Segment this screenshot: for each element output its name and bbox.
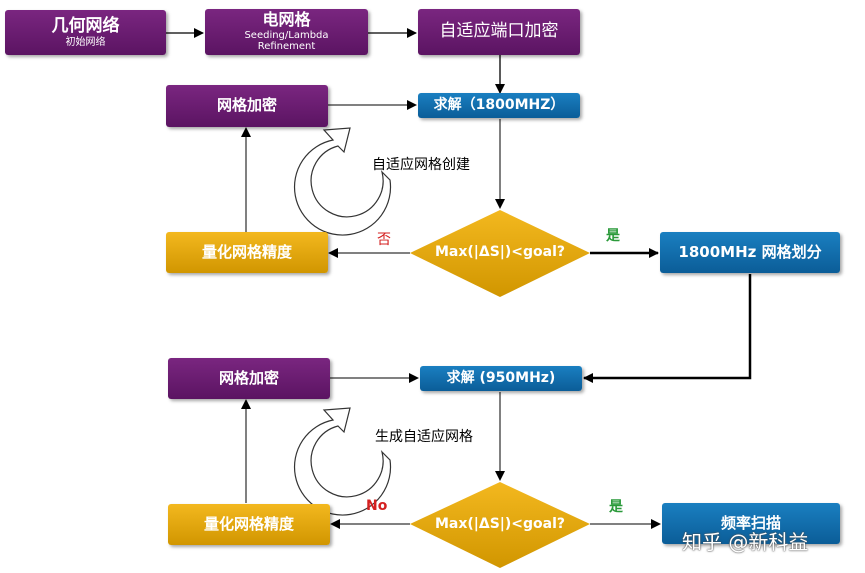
arrow-mesh1800-to-solve2 — [583, 274, 752, 383]
refine-node-2: 网格加密 — [168, 358, 330, 399]
geometry-node: 几何网络 初始网络 — [5, 10, 166, 55]
yes-label-1: 是 — [606, 228, 620, 244]
loop-arrow-icon-2 — [293, 407, 392, 516]
solve-title-2: 求解 (950MHz) — [446, 370, 556, 387]
solve-title-1: 求解（1800MHZ） — [433, 97, 565, 114]
refine-node-1: 网格加密 — [166, 85, 328, 127]
loop-label-1: 自适应网格创建 — [372, 157, 470, 173]
sweep-title: 频率扫描 — [720, 513, 781, 532]
decision-text-1: Max(|ΔS|)<goal? — [434, 244, 566, 260]
quantify-title-2: 量化网格精度 — [203, 514, 294, 533]
decision-text-2: Max(|ΔS|)<goal? — [434, 516, 566, 532]
no-label-2: No — [366, 498, 388, 514]
solve-node-2: 求解 (950MHz) — [420, 366, 582, 391]
no-label-1: 否 — [377, 232, 391, 248]
mesh-subtitle: Seeding/Lambda Refinement — [244, 29, 329, 53]
mesh1800-title: 1800MHz 网格划分 — [678, 242, 822, 261]
mesh-node: 电网格 Seeding/Lambda Refinement — [205, 9, 368, 55]
quantify-title-1: 量化网格精度 — [201, 242, 292, 261]
solve-node-1: 求解（1800MHZ） — [418, 93, 580, 118]
geometry-subtitle: 初始网络 — [65, 36, 106, 48]
quantify-node-1: 量化网格精度 — [166, 232, 328, 273]
sweep-node: 频率扫描 — [662, 503, 840, 544]
loop-label-2: 生成自适应网格 — [375, 429, 473, 445]
refine-title-1: 网格加密 — [216, 96, 277, 115]
loop-arrow-icon-1 — [293, 127, 392, 236]
decision-diamond-1 — [410, 210, 590, 297]
quantify-node-2: 量化网格精度 — [168, 504, 330, 545]
mesh-title: 电网格 — [262, 10, 311, 30]
port-refine-title: 自适应端口加密 — [439, 21, 559, 42]
mesh1800-node: 1800MHz 网格划分 — [660, 232, 840, 273]
watermark-text: 知乎 @新科益 — [682, 530, 809, 554]
geometry-title: 几何网络 — [51, 15, 120, 36]
port-refine-node: 自适应端口加密 — [418, 9, 580, 55]
refine-title-2: 网格加密 — [218, 368, 279, 387]
decision-diamond-2 — [410, 482, 590, 568]
yes-label-2: 是 — [609, 499, 623, 515]
